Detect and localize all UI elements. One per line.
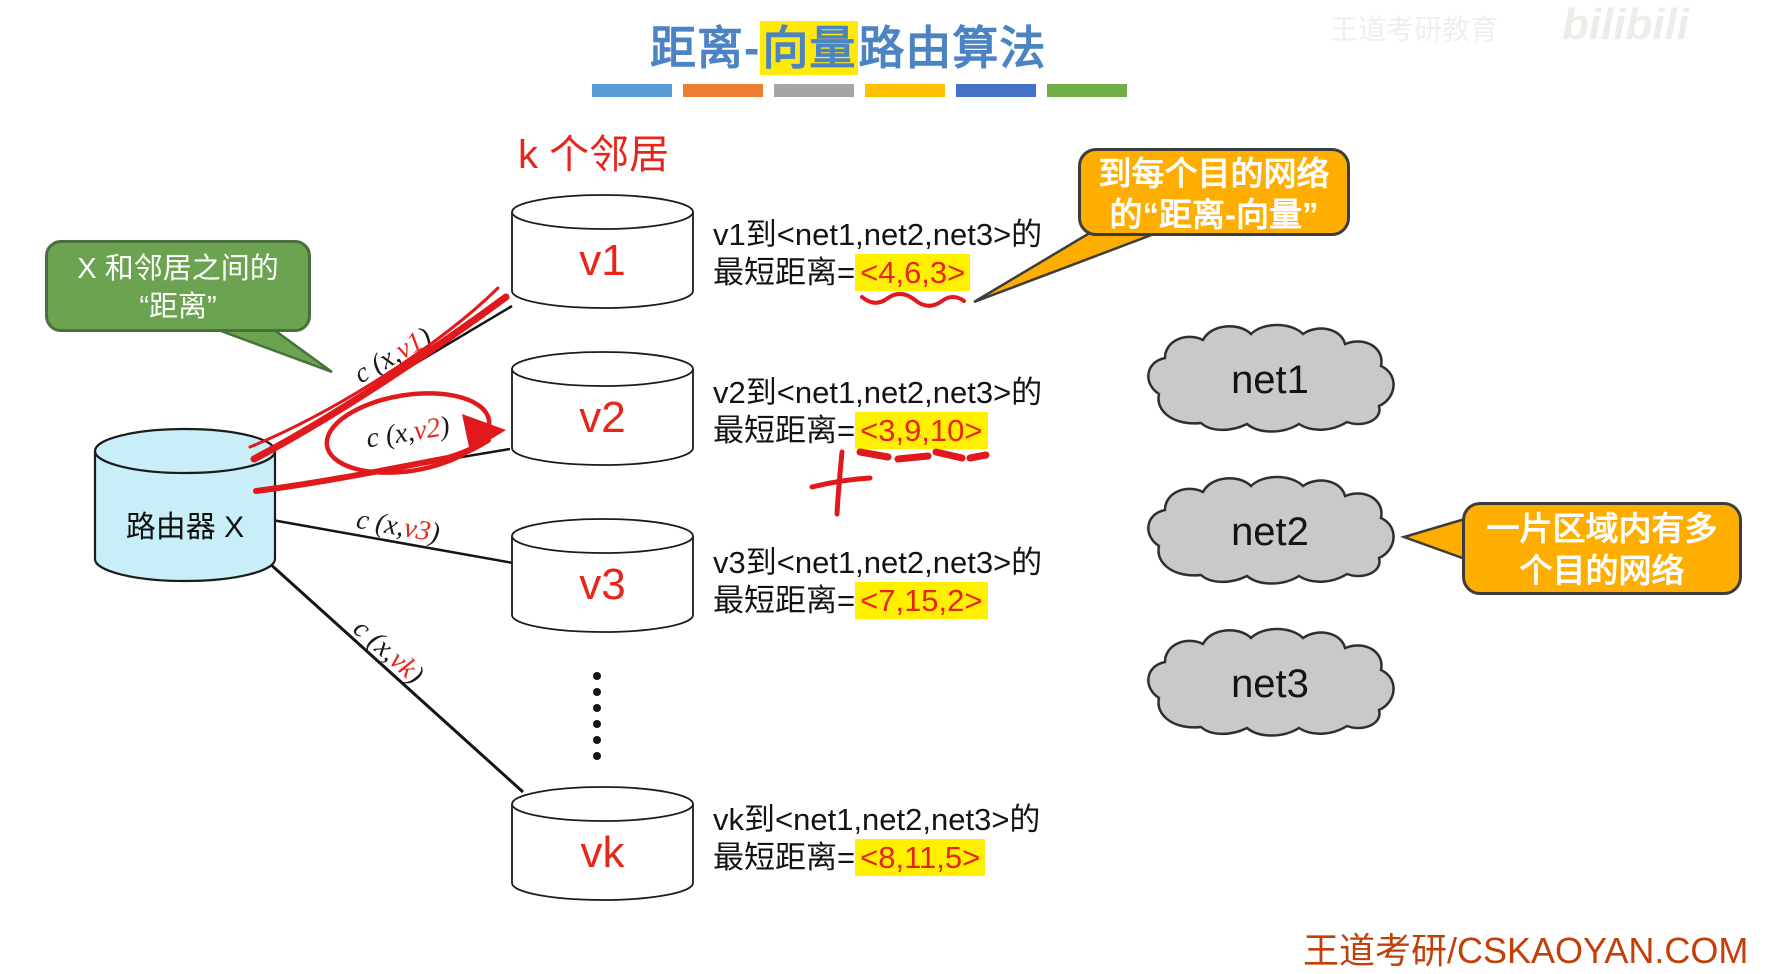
cost-prefix: c (x, [364, 416, 417, 455]
orange-top-line1: 到每个目的网络 [1098, 155, 1330, 192]
cost-label-x-v1: c (x,v1) [349, 321, 438, 391]
title-highlight: 向量 [760, 21, 859, 75]
ellipsis-dots [593, 672, 601, 760]
red-squiggle-under-v1-vector [860, 292, 966, 308]
cost-label-x-v3: c (x,v3) [354, 504, 442, 550]
v2-label: v2 [579, 393, 626, 442]
red-dash-under-v2-vector [894, 452, 932, 463]
orange-right-line1: 一片区域内有多 [1486, 510, 1718, 547]
v1-vector-value: <4,6,3> [855, 254, 971, 291]
orange-right-callout-tail [1399, 516, 1470, 562]
v1-distance-line2: 最短距离=<4,6,3> [713, 254, 1213, 292]
orange-top-callout: 到每个目的网络 的“距离-向量” [1078, 148, 1350, 236]
distance-label: 最短距离= [713, 413, 856, 448]
slide-canvas: { "title": { "prefix": "距离-", "highlight… [45, 0, 1749, 971]
net1-cloud [1147, 323, 1395, 433]
page-title: 距离-向量路由算法 [650, 12, 1046, 78]
k-neighbors-label: k 个邻居 [518, 133, 670, 177]
decor-bar [592, 84, 672, 97]
net3-label: net3 [1231, 662, 1309, 706]
cost-prefix: c (x, [354, 503, 407, 543]
v2-vector-value: <3,9,10> [855, 412, 988, 449]
v3-label: v3 [579, 560, 626, 609]
orange-right-callout: 一片区域内有多 个目的网络 [1462, 502, 1742, 595]
top-watermark-text: 王道考研教育 [1330, 14, 1499, 45]
title-prefix: 距离- [650, 22, 761, 74]
title-underline-bars [592, 84, 1127, 97]
v3-vector-value: <7,15,2> [855, 582, 988, 619]
decor-bar [865, 84, 945, 97]
orange-top-line2: 的“距离-向量” [1109, 196, 1319, 233]
v1-label: v1 [579, 236, 626, 285]
v2-distance-line2: 最短距离=<3,9,10> [713, 412, 1213, 450]
green-callout-line1: X 和邻居之间的 [77, 253, 279, 285]
distance-label: 最短距离= [713, 583, 856, 618]
net2-cloud [1147, 475, 1395, 585]
net3-cloud [1147, 627, 1395, 737]
net2-label: net2 [1231, 510, 1309, 554]
router-x-label: 路由器 X [125, 511, 245, 544]
orange-right-line2: 个目的网络 [1519, 552, 1685, 589]
green-callout-line2: “距离” [139, 291, 217, 323]
cost-label-x-v2: c (x,v2) [364, 411, 452, 456]
green-callout: X 和邻居之间的 “距离” [45, 240, 311, 332]
red-dash-under-v2-vector [856, 448, 892, 461]
v3-cylinder [511, 518, 694, 633]
net1-label: net1 [1231, 358, 1309, 402]
vk-distance-text: vk到<net1,net2,net3>的 最短距离=<8,11,5> [713, 801, 1213, 877]
vk-distance-line1: vk到<net1,net2,net3>的 [713, 802, 1041, 837]
v1-cylinder [511, 194, 694, 309]
red-stroke-x-v2 [253, 455, 451, 494]
link-x-v2 [270, 447, 511, 491]
v2-distance-line1: v2到<net1,net2,net3>的 [713, 375, 1043, 410]
decor-bar [683, 84, 763, 97]
red-plus-vertical [834, 449, 845, 517]
vk-distance-line2: 最短距离=<8,11,5> [713, 839, 1213, 877]
decor-bar [1047, 84, 1127, 97]
v3-distance-line2: 最短距离=<7,15,2> [713, 582, 1213, 620]
v2-distance-text: v2到<net1,net2,net3>的 最短距离=<3,9,10> [713, 374, 1213, 450]
vk-cylinder [511, 786, 694, 901]
distance-label: 最短距离= [713, 255, 856, 290]
distance-label: 最短距离= [713, 840, 856, 875]
red-plus-horizontal [809, 475, 873, 490]
vk-label: vk [580, 828, 625, 877]
bilibili-logo: bilibili [1562, 0, 1690, 49]
decor-bar [774, 84, 854, 97]
decor-bar [956, 84, 1036, 97]
red-arrow-shaft [445, 437, 491, 461]
cost-label-x-vk: c (x,vk) [346, 613, 430, 691]
v1-distance-line1: v1到<net1,net2,net3>的 [713, 217, 1043, 252]
red-dash-under-v2-vector [932, 448, 966, 462]
vk-vector-value: <8,11,5> [855, 839, 986, 876]
title-suffix: 路由算法 [858, 22, 1047, 74]
router-x-cylinder [93, 427, 277, 583]
v3-distance-line1: v3到<net1,net2,net3>的 [713, 545, 1043, 580]
v2-cylinder [511, 351, 694, 466]
red-arrowhead-to-v2 [462, 414, 506, 452]
red-dash-under-v2-vector [966, 451, 990, 462]
router-links [256, 304, 525, 794]
v3-distance-text: v3到<net1,net2,net3>的 最短距离=<7,15,2> [713, 544, 1213, 620]
bottom-watermark: 王道考研/CSKAOYAN.COM [1303, 930, 1749, 971]
v1-distance-text: v1到<net1,net2,net3>的 最短距离=<4,6,3> [713, 216, 1213, 292]
